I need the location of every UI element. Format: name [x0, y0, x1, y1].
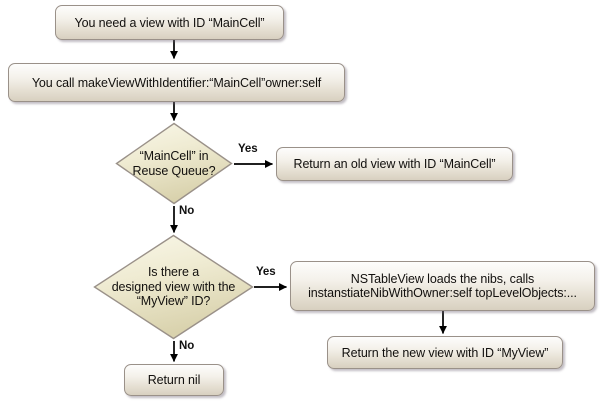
node-return-old-view-line-1: Return an old view with ID “MainCell” — [293, 157, 496, 171]
node-return-old-view[interactable]: Return an old view with ID “MainCell” — [276, 147, 513, 181]
node-reuse-queue-decision[interactable]: “MainCell” in Reuse Queue? — [114, 121, 234, 206]
designed-view-diamond-shape — [93, 234, 254, 340]
edge-label-designed-yes: Yes — [256, 266, 276, 278]
node-need-view[interactable]: You need a view with ID “MainCell” — [55, 5, 284, 40]
reuse-queue-diamond-shape — [115, 122, 233, 205]
node-loads-nibs[interactable]: NSTableView loads the nibs, calls instan… — [290, 261, 595, 311]
node-designed-view-decision[interactable]: Is there a designed view with the “MyVie… — [92, 233, 255, 341]
node-return-nil[interactable]: Return nil — [124, 364, 224, 396]
node-need-view-line-1: You need a view with ID “MainCell” — [74, 15, 265, 30]
node-loads-nibs-line-2: instanstiateNibWithOwner:self topLevelOb… — [308, 286, 577, 300]
edge-label-reuse-no: No — [179, 205, 195, 217]
edge-label-reuse-yes: Yes — [238, 143, 258, 155]
node-return-nil-line-1: Return nil — [147, 373, 201, 387]
node-make-view-call-line-1: You call makeViewWithIdentifier:“MainCel… — [31, 75, 322, 90]
node-return-new-view-line-1: Return the new view with ID “MyView” — [341, 345, 549, 360]
node-return-new-view[interactable]: Return the new view with ID “MyView” — [327, 336, 563, 369]
node-loads-nibs-line-1: NSTableView loads the nibs, calls — [350, 272, 535, 286]
edge-label-designed-no: No — [179, 340, 195, 352]
node-make-view-call[interactable]: You call makeViewWithIdentifier:“MainCel… — [8, 63, 345, 102]
